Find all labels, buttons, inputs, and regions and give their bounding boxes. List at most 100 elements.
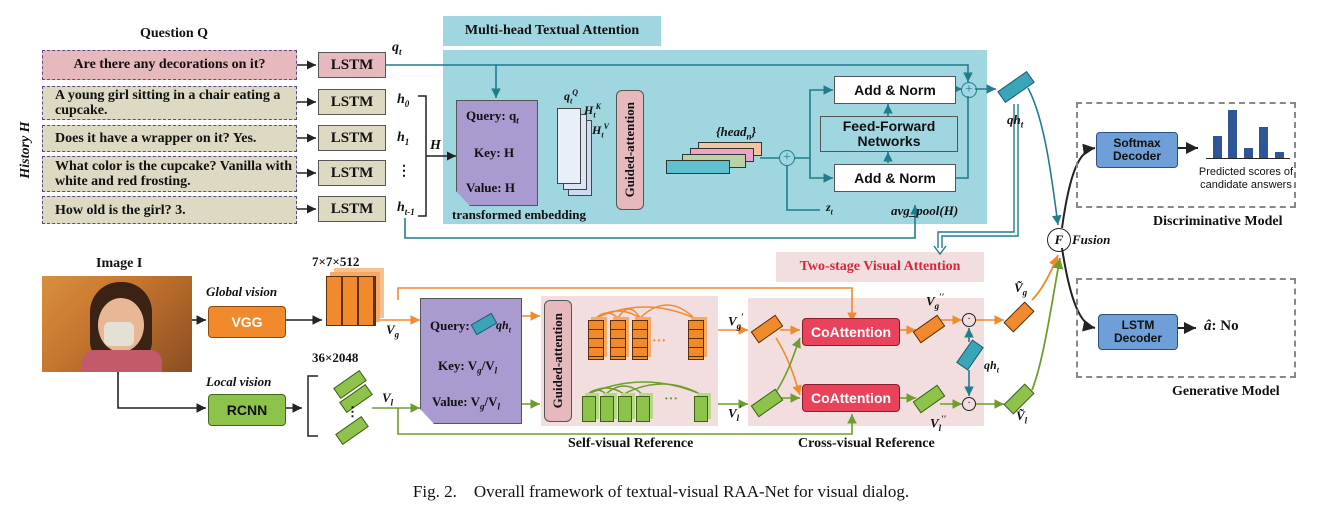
dot-product-top-icon: · <box>962 313 976 327</box>
textual-plus-icon: + <box>779 150 795 166</box>
coattention-top: CoAttention <box>802 318 900 346</box>
score-bar <box>1243 148 1253 158</box>
discriminative-model-title: Discriminative Model <box>1153 214 1283 229</box>
textual-attention-title-box <box>443 16 661 46</box>
h1-label: h1 <box>397 130 410 147</box>
heads-label: {headn} <box>716 124 757 142</box>
score-bar <box>1259 126 1268 158</box>
rcnn-box: RCNN <box>208 394 286 426</box>
vg-dprime-label: Vg′′ <box>926 292 945 311</box>
self-green-arc <box>605 385 643 395</box>
vg-prime-label: Vg′ <box>728 312 744 331</box>
question-header: Question Q <box>140 26 209 41</box>
image-label: Image I <box>96 256 143 271</box>
fusion-icon: F <box>1047 228 1071 252</box>
question-lstm: LSTM <box>318 52 386 78</box>
self-orange-ellipsis: ··· <box>652 334 667 349</box>
visual-key: Key: Vg/Vl <box>438 358 498 376</box>
self-green-feature-icon <box>600 396 614 422</box>
self-green-ellipsis: ··· <box>664 392 679 407</box>
local-vision-label: Local vision <box>206 374 272 389</box>
history-item-3: How old is the girl? 3. <box>42 196 297 224</box>
question-text: Are there any decorations on it? <box>73 57 266 72</box>
local-feature-ellipsis: ⋮ <box>346 404 359 419</box>
global-vision-label: Global vision <box>206 284 278 299</box>
history-side-label: History H <box>18 121 33 179</box>
coattention-bottom: CoAttention <box>802 384 900 412</box>
generative-model-title: Generative Model <box>1172 384 1280 399</box>
self-orange-arc <box>617 308 641 319</box>
avg-pool-label: avg_pool(H) <box>891 203 959 218</box>
cross-visual-reference-label: Cross-visual Reference <box>798 436 935 451</box>
H-label: H <box>430 138 441 153</box>
visual-query-qh: qht <box>496 318 511 335</box>
h-ellipsis: ⋮ <box>397 164 411 179</box>
textual-qkv-box <box>456 100 538 206</box>
history-lstm-3: LSTM <box>318 196 386 222</box>
self-orange-feature-icon <box>588 320 604 360</box>
self-green-feature-icon <box>636 396 650 422</box>
textual-key: Key: H <box>474 145 515 160</box>
h0-label: h0 <box>397 92 410 109</box>
local-size-label: 36×2048 <box>312 350 359 365</box>
head-bar-4 <box>666 160 730 174</box>
HtK-label: HtK <box>584 102 601 120</box>
visual-query: Query: <box>430 318 470 333</box>
cross-qht-label: qht <box>984 358 999 375</box>
visual-guided-attention: Guided-attention <box>544 300 572 422</box>
textual-attention-title: Multi-head Textual Attention <box>464 23 640 38</box>
figure-caption: Fig. 2. Overall framework of textual-vis… <box>412 482 910 501</box>
vg-label: Vg <box>386 322 400 340</box>
qt-label: qt <box>392 40 402 57</box>
global-feature-grid-icon <box>326 276 376 326</box>
question-box: Are there any decorations on it? <box>42 50 297 80</box>
transformed-embedding-label: transformed embedding <box>452 207 586 222</box>
self-orange-feature-icon <box>688 320 704 360</box>
vl-dprime-label: Vl′′ <box>930 414 947 433</box>
score-bar <box>1228 110 1237 158</box>
visual-value: Value: Vg/Vl <box>432 394 501 412</box>
history-lstm-0: LSTM <box>318 89 386 115</box>
two-stage-visual-title-box <box>776 252 984 282</box>
vl-prime-label: Vl′ <box>728 404 742 423</box>
add-norm-bottom: Add & Norm <box>834 164 956 192</box>
self-green-feature-icon <box>618 396 632 422</box>
self-visual-reference-label: Self-visual Reference <box>568 436 694 451</box>
self-orange-arc <box>595 306 695 319</box>
textual-value: Value: H <box>466 180 515 195</box>
embedding-stack-1 <box>557 108 581 184</box>
history-lstm-1: LSTM <box>318 125 386 151</box>
score-bar <box>1274 152 1284 158</box>
history-item-0: A young girl sitting in a chair eating a… <box>42 86 297 120</box>
generated-answer: â: No <box>1204 318 1239 334</box>
history-item-2: What color is the cupcake? Vanilla with … <box>42 156 297 192</box>
qht-label: qht <box>1007 112 1024 130</box>
input-image-photo <box>42 276 192 372</box>
textual-guided-attention: Guided-attention <box>616 90 644 210</box>
predicted-scores-chart <box>1206 108 1290 159</box>
HtV-label: HtV <box>592 122 609 140</box>
textual-query: Query: qt <box>466 108 519 126</box>
global-size-label: 7×7×512 <box>312 254 360 269</box>
ht-1-label: ht-1 <box>397 200 415 217</box>
discriminative-model-box <box>1076 102 1296 208</box>
vg-tilde-label: Ṽg <box>1014 280 1028 298</box>
visual-qkv-box <box>420 298 522 424</box>
self-green-feature-icon <box>582 396 596 422</box>
vl-tilde-label: Ṽl <box>1016 408 1028 426</box>
history-item-1: Does it have a wrapper on it? Yes. <box>42 125 297 152</box>
vgg-box: VGG <box>208 306 286 338</box>
textual-plus-out-icon: + <box>961 82 977 98</box>
self-orange-feature-icon <box>632 320 648 360</box>
generative-model-box <box>1076 278 1296 378</box>
fusion-label: Fusion <box>1072 232 1111 247</box>
two-stage-visual-title: Two-stage Visual Attention <box>799 259 961 274</box>
history-lstm-2: LSTM <box>318 160 386 186</box>
score-bar <box>1212 136 1222 158</box>
zt-label: zt <box>826 200 833 217</box>
